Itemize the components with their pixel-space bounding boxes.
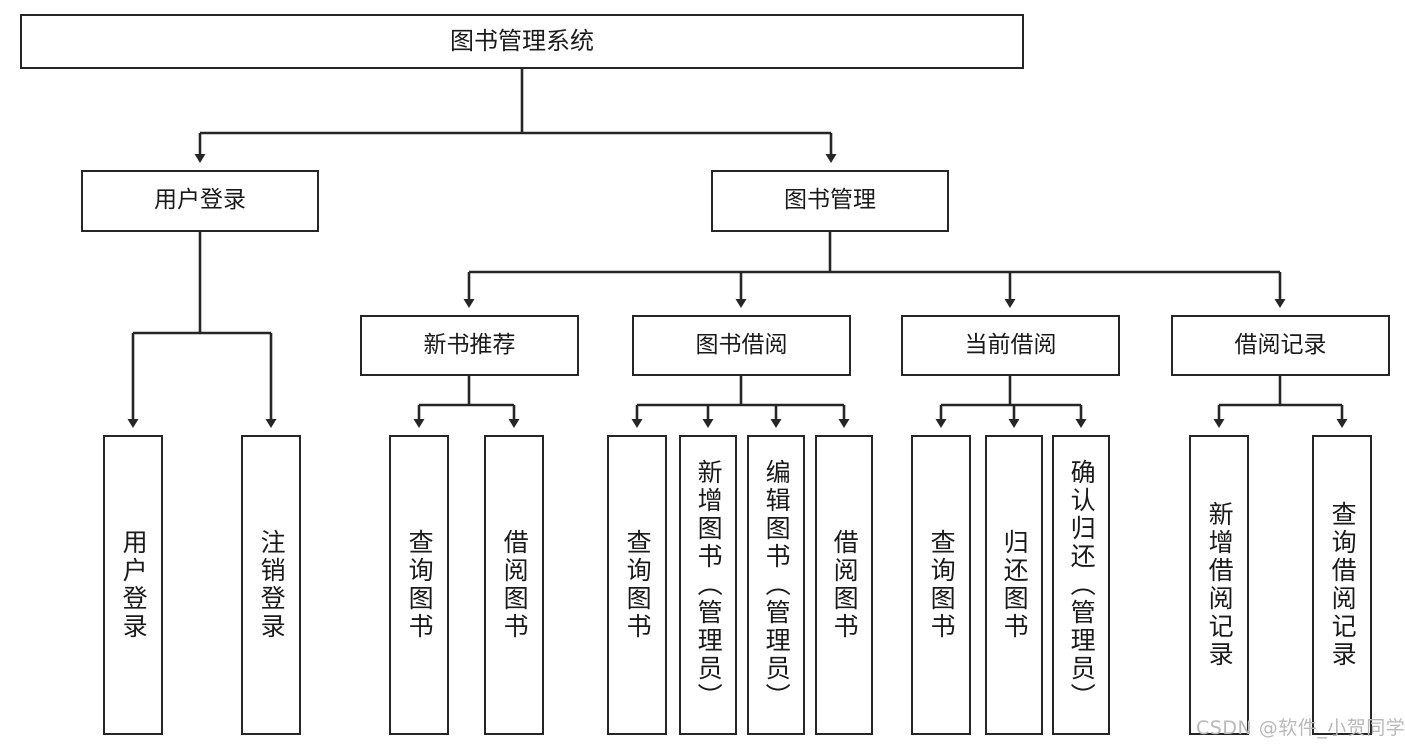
node-user-login-label: 用户登录: [154, 187, 246, 214]
node-leaf-edit-book[interactable]: 编辑图书（管理员）: [747, 435, 805, 735]
node-leaf-borrow-book-2[interactable]: 借阅图书: [815, 435, 873, 735]
node-leaf-confirm-return[interactable]: 确认归还（管理员）: [1052, 435, 1110, 735]
node-leaf-query-book-1[interactable]: 查询图书: [389, 435, 449, 735]
node-leaf-query-book-1-label: 查询图书: [405, 529, 435, 641]
node-user-login[interactable]: 用户登录: [81, 170, 319, 232]
node-leaf-add-book[interactable]: 新增图书（管理员）: [679, 435, 737, 735]
node-root[interactable]: 图书管理系统: [20, 14, 1024, 69]
node-leaf-return-book[interactable]: 归还图书: [985, 435, 1043, 735]
node-leaf-borrow-book-1[interactable]: 借阅图书: [484, 435, 544, 735]
node-leaf-query-book-2[interactable]: 查询图书: [607, 435, 667, 735]
node-leaf-user-login[interactable]: 用户登录: [103, 435, 163, 735]
node-book-borrow-label: 图书借阅: [695, 331, 788, 358]
node-leaf-confirm-return-label: 确认归还（管理员）: [1067, 459, 1097, 711]
csdn-watermark: CSDN @软件_小贺同学: [1196, 717, 1405, 739]
node-borrow-record[interactable]: 借阅记录: [1171, 315, 1390, 376]
node-current-borrow[interactable]: 当前借阅: [901, 315, 1120, 376]
node-leaf-borrow-book-2-label: 借阅图书: [830, 529, 860, 641]
node-new-book-recommend-label: 新书推荐: [423, 331, 516, 358]
node-leaf-query-book-3-label: 查询图书: [927, 529, 957, 641]
node-leaf-query-book-3[interactable]: 查询图书: [911, 435, 971, 735]
node-book-borrow[interactable]: 图书借阅: [632, 315, 851, 376]
node-leaf-return-book-label: 归还图书: [1000, 529, 1030, 641]
node-current-borrow-label: 当前借阅: [964, 331, 1057, 358]
node-leaf-query-book-2-label: 查询图书: [623, 529, 653, 641]
node-new-book-recommend[interactable]: 新书推荐: [360, 315, 579, 376]
node-leaf-edit-book-label: 编辑图书（管理员）: [762, 459, 792, 711]
node-leaf-query-record-label: 查询借阅记录: [1328, 501, 1358, 669]
node-leaf-user-login-label: 用户登录: [119, 529, 149, 641]
node-leaf-query-record[interactable]: 查询借阅记录: [1312, 435, 1372, 735]
node-leaf-user-logout-label: 注销登录: [257, 529, 287, 641]
node-leaf-user-logout[interactable]: 注销登录: [241, 435, 301, 735]
node-book-manage[interactable]: 图书管理: [711, 170, 949, 232]
node-leaf-add-book-label: 新增图书（管理员）: [694, 459, 724, 711]
node-leaf-borrow-book-1-label: 借阅图书: [500, 529, 530, 641]
node-book-manage-label: 图书管理: [784, 187, 876, 214]
node-leaf-add-record[interactable]: 新增借阅记录: [1189, 435, 1249, 735]
node-root-label: 图书管理系统: [450, 27, 594, 56]
node-leaf-add-record-label: 新增借阅记录: [1205, 501, 1235, 669]
node-borrow-record-label: 借阅记录: [1234, 331, 1327, 358]
